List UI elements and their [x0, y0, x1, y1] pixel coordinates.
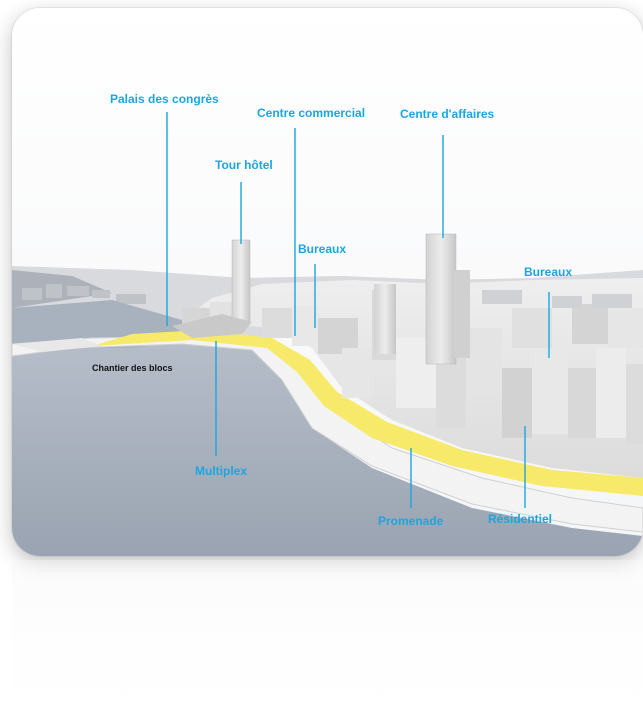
city-buildings [182, 290, 643, 444]
card-reflection [12, 560, 643, 711]
business-tower-small [374, 284, 396, 354]
label-bureaux-left: Bureaux [298, 242, 347, 256]
label-multiplex: Multiplex [195, 464, 248, 478]
reflection-image [12, 560, 643, 711]
label-residentiel: Résidentiel [488, 512, 553, 526]
business-tower-main [425, 233, 457, 365]
promenade-path [92, 330, 643, 496]
leader-lines [166, 112, 550, 508]
waterfront-scene [12, 8, 643, 556]
waterfront-illustration: Palais des congrès Centre commercial Cen… [12, 8, 643, 556]
far-buildings-right [482, 290, 632, 308]
pier [12, 338, 102, 352]
reflection-fade [12, 560, 643, 711]
label-tour-hotel: Tour hôtel [215, 158, 273, 172]
far-buildings-left [22, 284, 146, 304]
hotel-tower [231, 239, 251, 323]
business-tower-side [454, 270, 470, 358]
label-centre-affaires: Centre d'affaires [400, 107, 495, 121]
label-bureaux-right: Bureaux [524, 265, 573, 279]
water [12, 330, 643, 556]
label-chantier-des-blocs: Chantier des blocs [92, 363, 173, 373]
label-promenade: Promenade [378, 514, 444, 528]
label-palais-des-congres: Palais des congrès [110, 92, 219, 106]
label-centre-commercial: Centre commercial [257, 106, 366, 120]
palais-building [172, 314, 252, 338]
